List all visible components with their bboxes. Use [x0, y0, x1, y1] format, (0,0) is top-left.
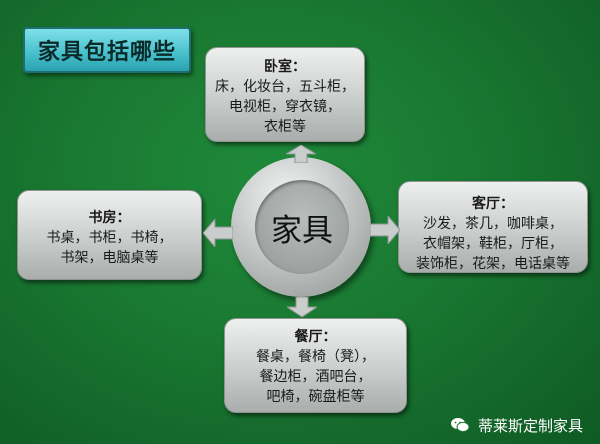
node-study: 书房： 书桌，书柜，书椅， 书架，电脑桌等: [17, 190, 202, 280]
footer-text: 蒂莱斯定制家具: [478, 416, 584, 435]
node-study-line: 书架，电脑桌等: [60, 250, 159, 266]
page-title: 家具包括哪些: [23, 27, 191, 73]
node-dining-room-heading: 餐厅：: [294, 329, 337, 345]
node-dining-room-line: 餐桌，餐椅（凳），: [256, 349, 375, 365]
center-node: 家具: [255, 180, 349, 274]
node-study-line: 书桌，书柜，书椅，: [46, 230, 173, 246]
node-dining-room-line: 餐边柜，酒吧台，: [259, 369, 372, 385]
node-bedroom-heading: 卧室：: [264, 59, 306, 75]
node-bedroom-line: 电视柜，穿衣镜，: [229, 99, 341, 115]
node-bedroom: 卧室： 床，化妆台，五斗柜， 电视柜，穿衣镜， 衣柜等: [205, 47, 365, 142]
node-dining-room-line: 吧椅，碗盘柜等: [266, 389, 365, 405]
arrow-up-icon: [286, 145, 316, 163]
node-study-heading: 书房：: [88, 210, 131, 226]
node-bedroom-line: 床，化妆台，五斗柜，: [215, 79, 355, 95]
footer-watermark: 蒂莱斯定制家具: [450, 414, 583, 436]
wechat-icon: [451, 418, 470, 433]
arrow-down-icon: [287, 297, 317, 317]
node-living-room-line: 衣帽架，鞋柜，厅柜，: [423, 236, 563, 252]
node-bedroom-line: 衣柜等: [264, 119, 306, 135]
node-living-room-heading: 客厅：: [472, 196, 514, 212]
node-living-room: 客厅： 沙发，茶几，咖啡桌， 衣帽架，鞋柜，厅柜， 装饰柜，花架，电话桌等: [398, 181, 588, 273]
node-living-room-line: 装饰柜，花架，电话桌等: [416, 256, 570, 272]
arrow-right-icon: [370, 216, 400, 244]
node-living-room-line: 沙发，茶几，咖啡桌，: [423, 216, 563, 232]
arrow-left-icon: [203, 219, 233, 247]
node-dining-room: 餐厅： 餐桌，餐椅（凳）， 餐边柜，酒吧台， 吧椅，碗盘柜等: [224, 318, 407, 413]
